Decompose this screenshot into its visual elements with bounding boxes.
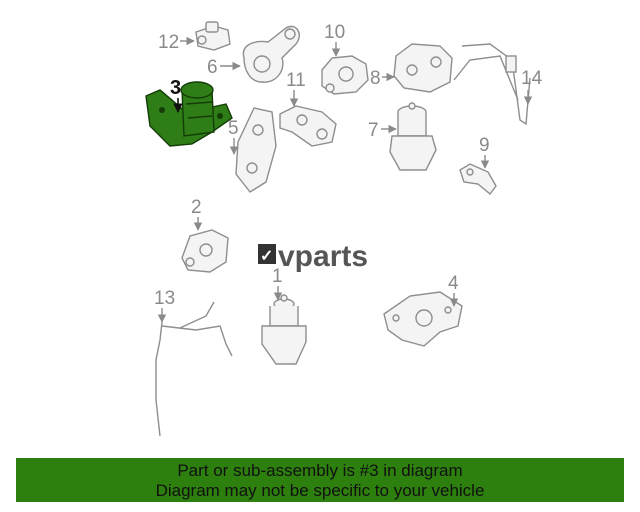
watermark-text: vparts: [278, 240, 368, 273]
part-14[interactable]: [453, 43, 531, 126]
callout-2: 2: [191, 197, 202, 218]
callout-10: 10: [324, 22, 345, 43]
info-banner: Part or sub-assembly is #3 in diagram Di…: [16, 458, 624, 502]
callout-1: 1: [272, 266, 283, 287]
part-10[interactable]: [321, 55, 369, 95]
part-5[interactable]: [235, 107, 277, 193]
watermark-logo: ✓ vparts: [258, 240, 368, 273]
part-11[interactable]: [279, 105, 337, 147]
callout-12: 12: [158, 32, 179, 53]
part-8[interactable]: [393, 43, 453, 93]
parts-diagram: 12 6 10 8 14 3: [145, 21, 543, 437]
part-3-highlighted[interactable]: [145, 81, 233, 147]
callout-5: 5: [228, 118, 239, 139]
part-4[interactable]: [383, 291, 463, 347]
part-6[interactable]: [242, 25, 300, 83]
banner-line-1: Part or sub-assembly is #3 in diagram: [177, 461, 463, 480]
callout-6: 6: [207, 57, 218, 78]
part-7[interactable]: [389, 102, 437, 171]
part-9[interactable]: [459, 163, 497, 196]
callout-13: 13: [154, 288, 175, 309]
callout-9: 9: [479, 135, 490, 156]
callout-4: 4: [448, 273, 459, 294]
callout-8: 8: [370, 68, 381, 89]
watermark-prefix: ✓: [260, 248, 273, 265]
callout-11: 11: [286, 70, 306, 91]
callout-14: 14: [521, 68, 543, 89]
part-2[interactable]: [181, 229, 229, 273]
part-12[interactable]: [195, 21, 231, 51]
banner-line-2: Diagram may not be specific to your vehi…: [155, 481, 485, 500]
part-13[interactable]: [155, 301, 233, 437]
callout-3: 3: [170, 77, 181, 99]
part-1[interactable]: [261, 294, 307, 365]
callout-7: 7: [368, 120, 379, 141]
